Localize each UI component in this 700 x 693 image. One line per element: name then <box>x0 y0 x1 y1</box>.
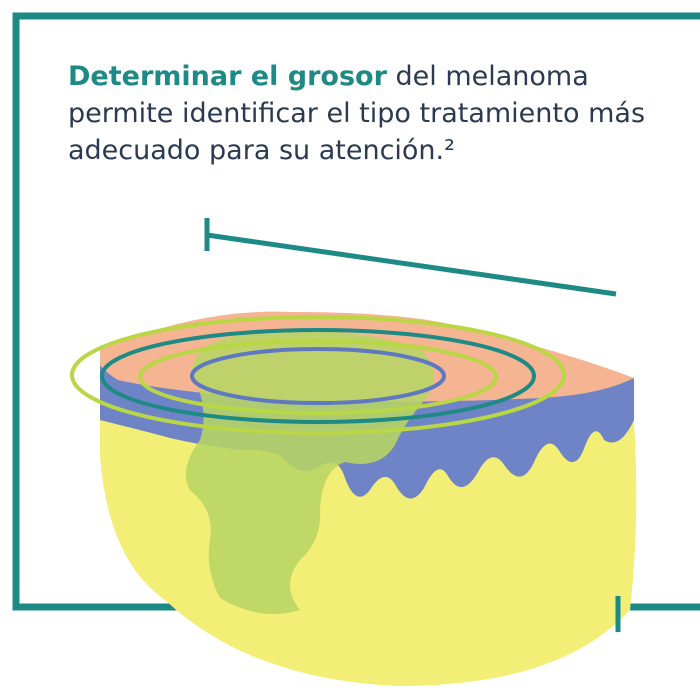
heading-highlight: Determinar el grosor <box>68 61 387 92</box>
ring-middle-light <box>138 339 498 415</box>
heading: Determinar el grosor del melanoma permit… <box>68 58 668 169</box>
ring-outer-dark <box>100 328 536 424</box>
depth-ruler-top <box>206 232 617 297</box>
ring-outer-light <box>70 315 566 435</box>
frame-border <box>12 12 700 611</box>
heading-rest: del melanoma permite identificar el tipo… <box>68 61 646 166</box>
ring-inner <box>190 347 446 405</box>
